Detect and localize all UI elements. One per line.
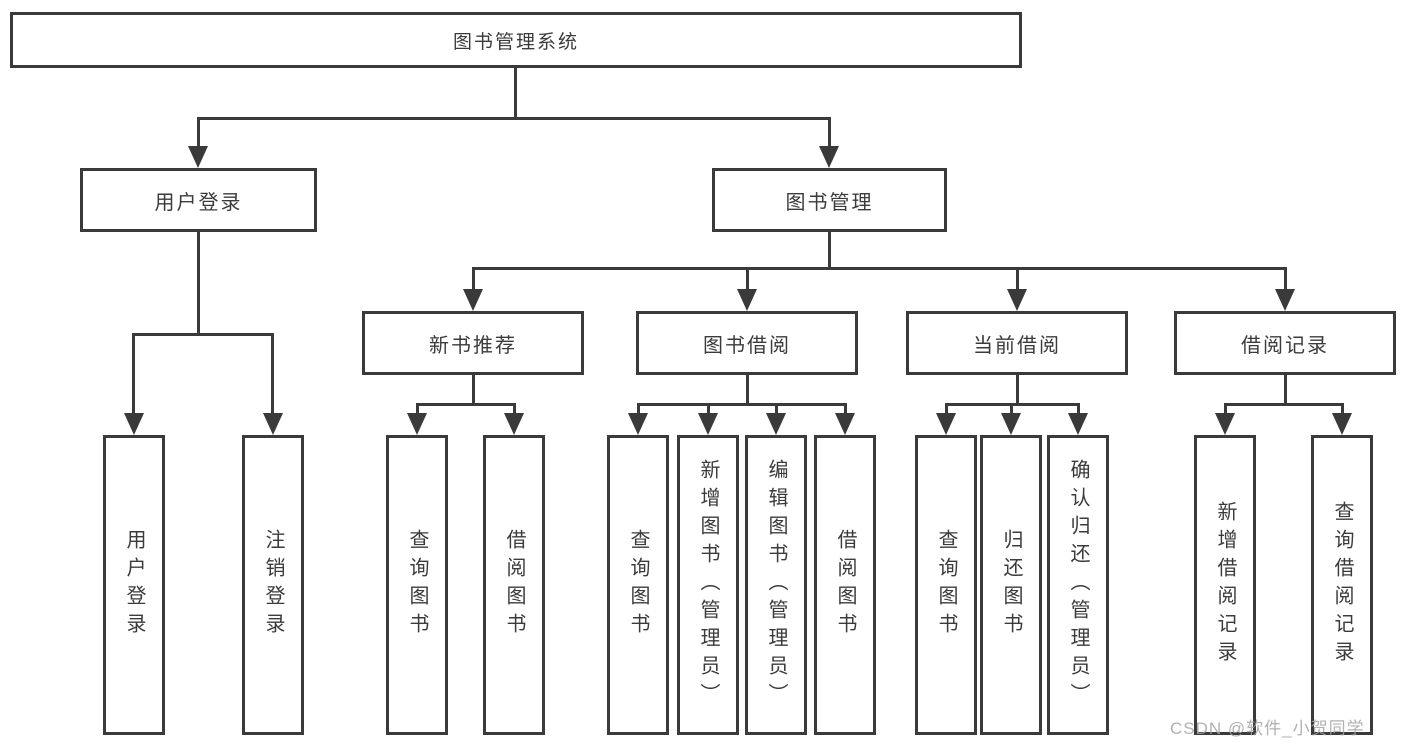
- connector-line: [132, 333, 135, 423]
- leaf-add-borrow-record-label: 新增借阅记录: [1214, 501, 1236, 669]
- node-borrowing-records: 借阅记录: [1174, 311, 1396, 375]
- connector-line: [271, 333, 274, 423]
- leaf-return-book: 归还图书: [980, 435, 1042, 735]
- connector-line: [514, 68, 517, 120]
- leaf-borrow-books-recommend: 借阅图书: [483, 435, 545, 735]
- leaf-query-borrow-record: 查询借阅记录: [1311, 435, 1373, 735]
- connector-line: [197, 232, 200, 336]
- leaf-add-book-admin: 新增图书（管理员）: [677, 435, 739, 735]
- arrowhead-down: [936, 413, 956, 435]
- connector-line: [1016, 267, 1019, 293]
- connector-line: [1016, 375, 1019, 406]
- connector-line: [637, 403, 847, 406]
- arrowhead-down: [463, 289, 483, 311]
- leaf-borrow-books-borrowing: 借阅图书: [814, 435, 876, 735]
- connector-line: [132, 333, 274, 336]
- arrowhead-down: [737, 289, 757, 311]
- node-current-borrowing: 当前借阅: [906, 311, 1128, 375]
- node-user-login-label: 用户登录: [154, 191, 243, 214]
- node-book-management: 图书管理: [712, 168, 947, 232]
- connector-line: [746, 375, 749, 406]
- node-current-borrowing-label: 当前借阅: [973, 334, 1061, 357]
- leaf-query-books-current: 查询图书: [915, 435, 977, 735]
- csdn-watermark: CSDN @软件_小贺同学: [1170, 719, 1365, 738]
- leaf-user-login: 用户登录: [103, 435, 165, 735]
- connector-line: [1284, 267, 1287, 293]
- arrowhead-down: [1068, 413, 1088, 435]
- arrowhead-down: [504, 413, 524, 435]
- connector-line: [416, 403, 516, 406]
- leaf-query-books-current-label: 查询图书: [935, 529, 957, 641]
- arrowhead-down: [188, 146, 208, 168]
- arrowhead-down: [1215, 413, 1235, 435]
- node-book-borrowing: 图书借阅: [636, 311, 858, 375]
- arrowhead-down: [628, 413, 648, 435]
- leaf-logout-label: 注销登录: [262, 529, 284, 641]
- arrowhead-down: [407, 413, 427, 435]
- node-user-login: 用户登录: [80, 168, 317, 232]
- connector-line: [1284, 375, 1287, 406]
- node-book-borrowing-label: 图书借阅: [703, 334, 791, 357]
- node-library-system: 图书管理系统: [10, 12, 1022, 68]
- leaf-logout: 注销登录: [242, 435, 304, 735]
- arrowhead-down: [835, 413, 855, 435]
- leaf-return-book-label: 归还图书: [1000, 529, 1022, 641]
- leaf-borrow-books-borrowing-label: 借阅图书: [834, 529, 856, 641]
- connector-line: [472, 267, 475, 293]
- connector-line: [828, 117, 831, 150]
- arrowhead-down: [766, 413, 786, 435]
- node-library-system-label: 图书管理系统: [452, 31, 579, 53]
- leaf-query-borrow-record-label: 查询借阅记录: [1331, 501, 1353, 669]
- node-new-book-recommendation-label: 新书推荐: [429, 334, 517, 357]
- connector-line: [197, 117, 831, 120]
- leaf-query-books-recommend: 查询图书: [386, 435, 448, 735]
- connector-line: [746, 267, 749, 293]
- arrowhead-down: [1332, 413, 1352, 435]
- arrowhead-down: [698, 413, 718, 435]
- connector-line: [828, 232, 831, 270]
- leaf-confirm-return-admin: 确认归还（管理员）: [1047, 435, 1109, 735]
- leaf-add-book-admin-label: 新增图书（管理员）: [697, 459, 719, 711]
- node-book-management-label: 图书管理: [785, 191, 874, 214]
- arrowhead-down: [819, 146, 839, 168]
- connector-line: [472, 375, 475, 406]
- leaf-query-books-recommend-label: 查询图书: [406, 529, 428, 641]
- leaf-query-books-borrowing: 查询图书: [607, 435, 669, 735]
- leaf-edit-book-admin: 编辑图书（管理员）: [745, 435, 807, 735]
- arrowhead-down: [1001, 413, 1021, 435]
- leaf-user-login-label: 用户登录: [123, 529, 145, 641]
- arrowhead-down: [124, 413, 144, 435]
- leaf-confirm-return-admin-label: 确认归还（管理员）: [1067, 459, 1089, 711]
- connector-line: [197, 117, 200, 150]
- node-new-book-recommendation: 新书推荐: [362, 311, 584, 375]
- arrowhead-down: [263, 413, 283, 435]
- arrowhead-down: [1275, 289, 1295, 311]
- leaf-add-borrow-record: 新增借阅记录: [1194, 435, 1256, 735]
- leaf-edit-book-admin-label: 编辑图书（管理员）: [765, 459, 787, 711]
- connector-line: [1224, 403, 1344, 406]
- arrowhead-down: [1007, 289, 1027, 311]
- connector-line: [472, 267, 1285, 270]
- leaf-borrow-books-recommend-label: 借阅图书: [503, 529, 525, 641]
- node-borrowing-records-label: 借阅记录: [1241, 334, 1329, 357]
- leaf-query-books-borrowing-label: 查询图书: [627, 529, 649, 641]
